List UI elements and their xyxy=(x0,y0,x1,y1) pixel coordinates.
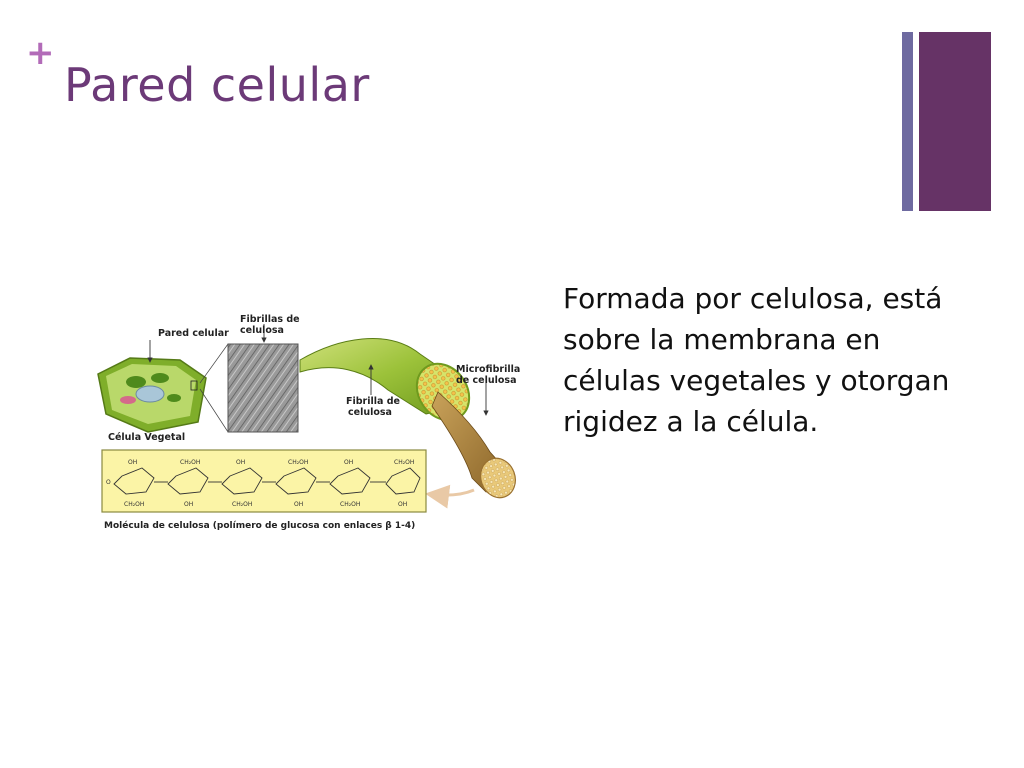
label-celula-vegetal: Célula Vegetal xyxy=(108,432,185,443)
svg-text:CH₂OH: CH₂OH xyxy=(340,501,360,508)
label-molecula-caption: Molécula de celulosa (polímero de glucos… xyxy=(104,520,415,531)
fibril-micrograph xyxy=(227,324,299,433)
decorative-bar-thin xyxy=(902,32,913,211)
svg-text:O: O xyxy=(106,479,111,486)
label-fibrilla-line2: celulosa xyxy=(348,407,392,418)
plant-cell-illustration xyxy=(97,340,229,433)
decorative-bar-thick xyxy=(919,32,991,211)
slide-body-text: Formada por celulosa, está sobre la memb… xyxy=(563,282,950,438)
svg-text:OH: OH xyxy=(398,501,407,508)
svg-text:OH: OH xyxy=(294,501,303,508)
slide-title: Pared celular xyxy=(64,58,370,112)
microfibril-strand-illustration xyxy=(425,391,516,509)
plus-mark-icon: + xyxy=(26,33,55,73)
label-microfibrilla-line1: Microfibrilla xyxy=(456,364,520,375)
svg-text:CH₂OH: CH₂OH xyxy=(124,501,144,508)
label-pared-celular: Pared celular xyxy=(158,328,229,339)
label-fibrilla-line1: Fibrilla de xyxy=(346,396,400,407)
cell-wall-diagram: O OH CH₂OH CH₂OH OH OH CH₂OH CH₂OH OH OH… xyxy=(88,282,540,538)
label-fibrillas-line2: celulosa xyxy=(240,325,284,336)
svg-text:CH₂OH: CH₂OH xyxy=(180,459,200,466)
cellulose-molecule-panel: O OH CH₂OH CH₂OH OH OH CH₂OH CH₂OH OH OH… xyxy=(101,449,427,513)
svg-text:OH: OH xyxy=(128,459,137,466)
svg-text:OH: OH xyxy=(344,459,353,466)
svg-text:CH₂OH: CH₂OH xyxy=(394,459,414,466)
cellulose-fibril-illustration xyxy=(299,338,489,422)
label-fibrillas-line1: Fibrillas de xyxy=(240,314,300,325)
label-microfibrilla-line2: de celulosa xyxy=(456,375,517,386)
svg-text:OH: OH xyxy=(236,459,245,466)
svg-text:CH₂OH: CH₂OH xyxy=(232,501,252,508)
svg-text:CH₂OH: CH₂OH xyxy=(288,459,308,466)
svg-text:OH: OH xyxy=(184,501,193,508)
